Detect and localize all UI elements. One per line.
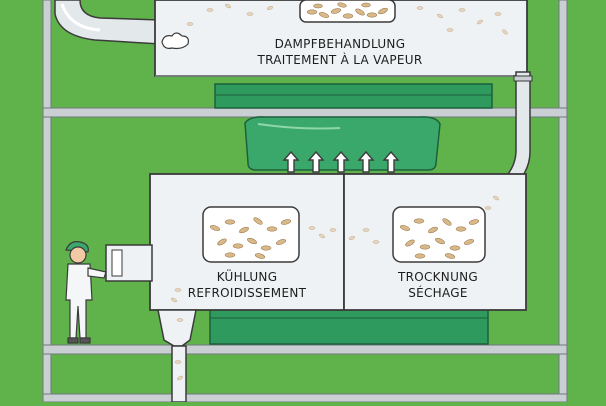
steam-unit-base: [214, 83, 493, 109]
steam-label-de: DAMPFBEHANDLUNG: [274, 37, 406, 51]
cooling-label-de: KÜHLUNG: [216, 270, 278, 284]
drying-label-de: TROCKNUNG: [397, 270, 479, 284]
steam-label-fr: TRAITEMENT À LA VAPEUR: [257, 53, 423, 67]
steam-treatment-unit: [154, 0, 528, 77]
cooling-window-grain: [209, 217, 292, 259]
drying-window-grain: [399, 218, 480, 259]
steam-window-grain: [306, 2, 388, 19]
cooling-unit: [149, 173, 345, 311]
cooling-fan-housing: [105, 244, 153, 282]
drying-label-fr: SÉCHAGE: [408, 286, 468, 300]
scattered-grain-top: [186, 3, 508, 35]
cooling-label-fr: REFROIDISSEMENT: [187, 286, 307, 300]
falling-grain: [308, 195, 499, 244]
steam-puff-icon: [161, 32, 189, 50]
upward-arrow-icon: [282, 150, 400, 173]
worker-figure-icon: [65, 241, 107, 344]
outlet-cyclone: [157, 309, 197, 403]
outlet-grain: [171, 288, 184, 381]
